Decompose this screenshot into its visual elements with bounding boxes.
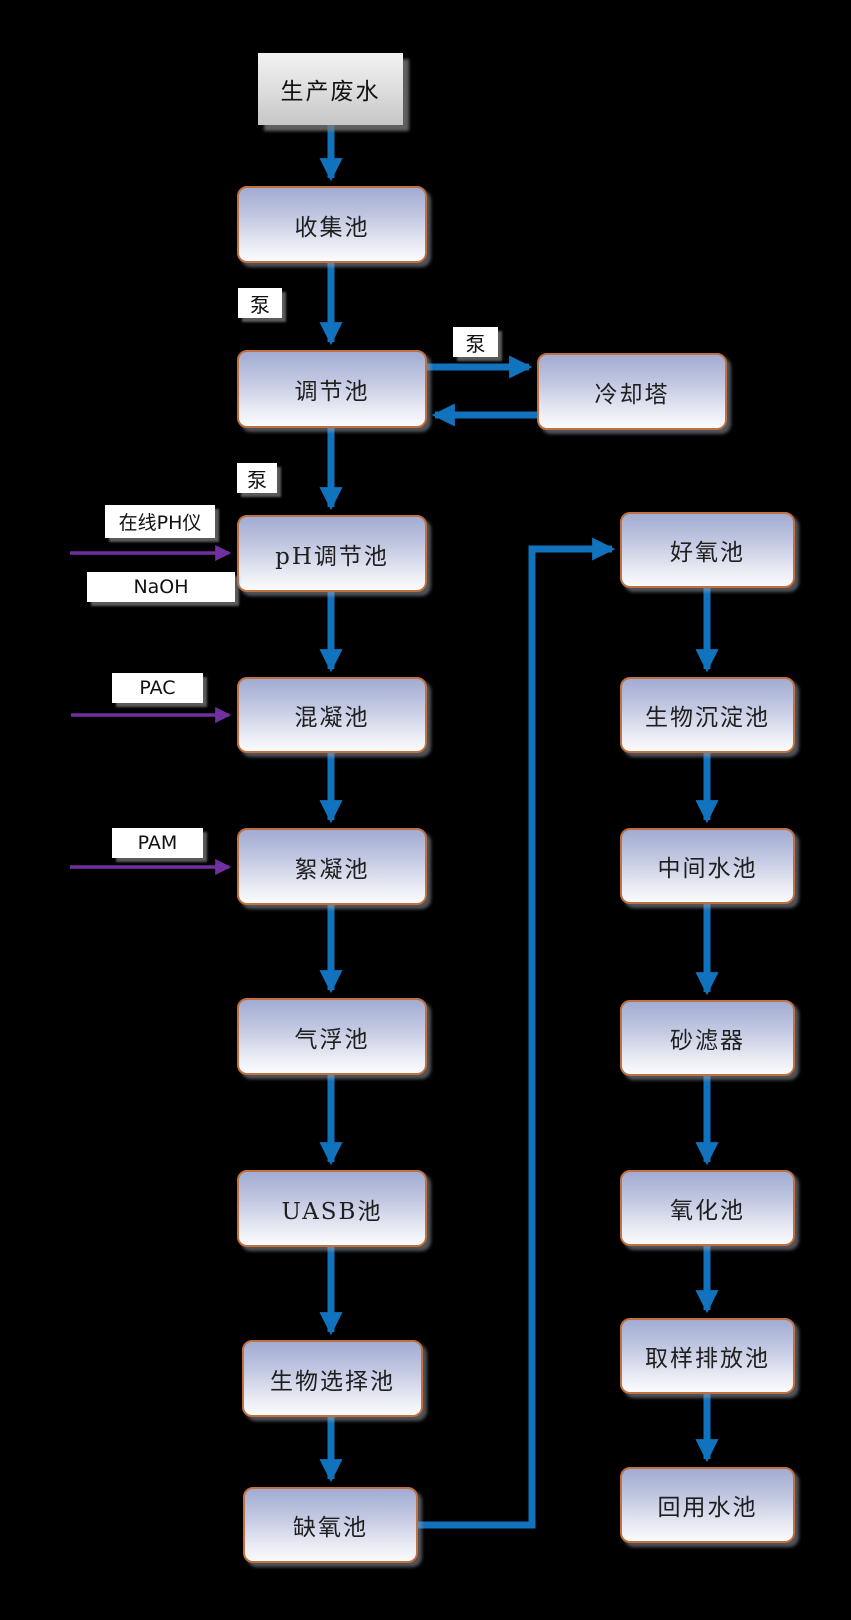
node-coagulation-pool: 混凝池 [237, 677, 427, 753]
node-air-flotation-pool: 气浮池 [237, 998, 427, 1075]
node-label: pH调节池 [275, 543, 389, 570]
node-label: 气浮池 [294, 1026, 370, 1053]
node-sand-filter: 砂滤器 [620, 1000, 795, 1076]
label-pam: PAM [112, 828, 203, 858]
label-pump-2: 泵 [453, 327, 498, 357]
node-label: 回用水池 [657, 1495, 758, 1521]
node-label: UASB池 [281, 1198, 383, 1225]
node-regulation-pool: 调节池 [237, 350, 427, 428]
node-cooling-tower: 冷却塔 [537, 353, 727, 430]
node-source-wastewater: 生产废水 [258, 53, 403, 125]
label-online-ph: 在线PH仪 [105, 505, 215, 538]
node-collection-pool: 收集池 [237, 186, 427, 263]
pump-label-text: 泵 [465, 331, 486, 356]
node-label: 生物沉淀池 [645, 705, 770, 731]
node-anoxic-pool: 缺氧池 [243, 1487, 418, 1563]
chemical-label-text: NaOH [133, 576, 189, 598]
node-intermediate-pool: 中间水池 [620, 828, 795, 904]
node-label: 冷却塔 [594, 381, 670, 408]
node-bio-selection-pool: 生物选择池 [242, 1340, 423, 1417]
node-reuse-pool: 回用水池 [620, 1467, 795, 1543]
node-label: 好氧池 [670, 540, 745, 566]
node-label: 取样排放池 [645, 1346, 770, 1372]
node-label: 生产废水 [280, 79, 381, 105]
node-sampling-discharge-pool: 取样排放池 [620, 1318, 795, 1394]
pump-label-text: 泵 [247, 467, 267, 492]
node-label: 混凝池 [294, 705, 370, 731]
arrow-anoxic-to-aerobic [416, 537, 616, 1529]
node-ph-regulation-pool: pH调节池 [237, 515, 427, 592]
node-label: 收集池 [294, 214, 370, 241]
label-naoh: NaOH [87, 572, 235, 602]
pump-label-text: 泵 [250, 292, 270, 317]
node-label: 砂滤器 [670, 1028, 745, 1054]
node-label: 絮凝池 [294, 856, 370, 883]
node-oxidation-pool: 氧化池 [620, 1170, 795, 1246]
node-aerobic-pool: 好氧池 [620, 512, 795, 588]
chemical-label-text: PAC [139, 677, 176, 699]
node-label: 生物选择池 [270, 1368, 395, 1395]
label-pac: PAC [112, 673, 203, 703]
chemical-label-text: 在线PH仪 [118, 512, 202, 534]
node-label: 缺氧池 [293, 1515, 368, 1541]
node-bio-sedimentation-pool: 生物沉淀池 [620, 677, 795, 753]
node-label: 调节池 [294, 379, 370, 405]
node-label: 中间水池 [657, 856, 758, 882]
label-pump-1: 泵 [238, 288, 282, 318]
label-pump-3: 泵 [237, 463, 277, 493]
node-uasb-pool: UASB池 [237, 1170, 427, 1247]
node-label: 氧化池 [670, 1198, 745, 1224]
node-flocculation-pool: 絮凝池 [237, 828, 427, 905]
chemical-label-text: PAM [137, 832, 178, 854]
